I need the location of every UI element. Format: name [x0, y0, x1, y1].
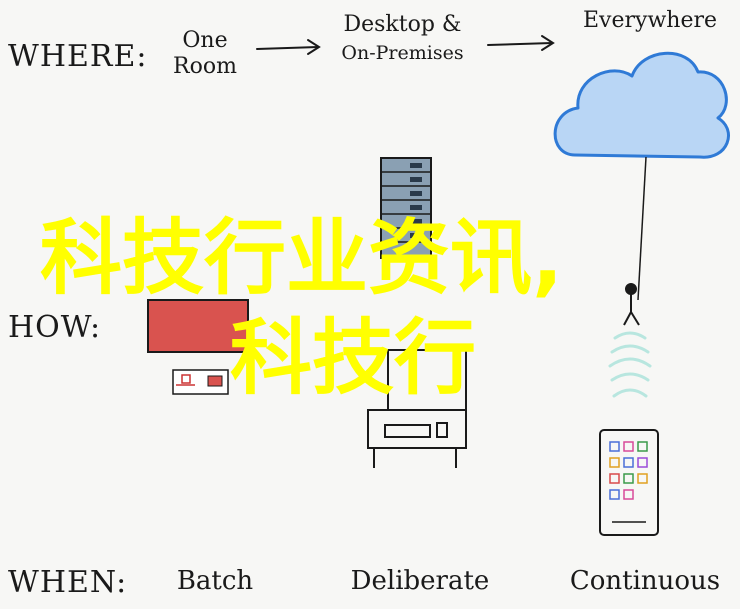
where-label: WHERE:	[8, 39, 148, 74]
where-stage-everywhere: Everywhere	[582, 8, 717, 33]
where-stage-desktop-line1: Desktop &	[343, 12, 462, 37]
how-label: HOW:	[8, 310, 102, 345]
tablet-icon	[599, 429, 659, 536]
when-stage-batch: Batch	[176, 566, 254, 596]
when-label: WHEN:	[8, 565, 128, 600]
when-stage-deliberate: Deliberate	[350, 566, 490, 596]
where-stage-desktop: Desktop & On-Premises	[320, 14, 485, 63]
when-stage-continuous: Continuous	[569, 566, 721, 596]
server-rack-icon	[380, 157, 432, 259]
arrow-right-icon	[487, 35, 555, 51]
overlay-text-line2: 科技行	[230, 311, 477, 406]
wifi-signal-icon	[608, 331, 652, 398]
where-stage-one-room-line2: Room	[173, 54, 237, 79]
red-box-icon	[147, 299, 249, 395]
arrow-right-icon	[256, 39, 321, 55]
where-stage-one-room-line1: One	[182, 28, 228, 53]
overlay-text-line1: 科技行业资讯,	[40, 211, 564, 306]
person-icon	[623, 283, 640, 326]
where-stage-desktop-line2: On-Premises	[341, 42, 464, 64]
desktop-computer-icon	[367, 349, 467, 468]
where-stage-one-room: One Room	[165, 30, 245, 78]
cloud-icon	[553, 51, 730, 159]
